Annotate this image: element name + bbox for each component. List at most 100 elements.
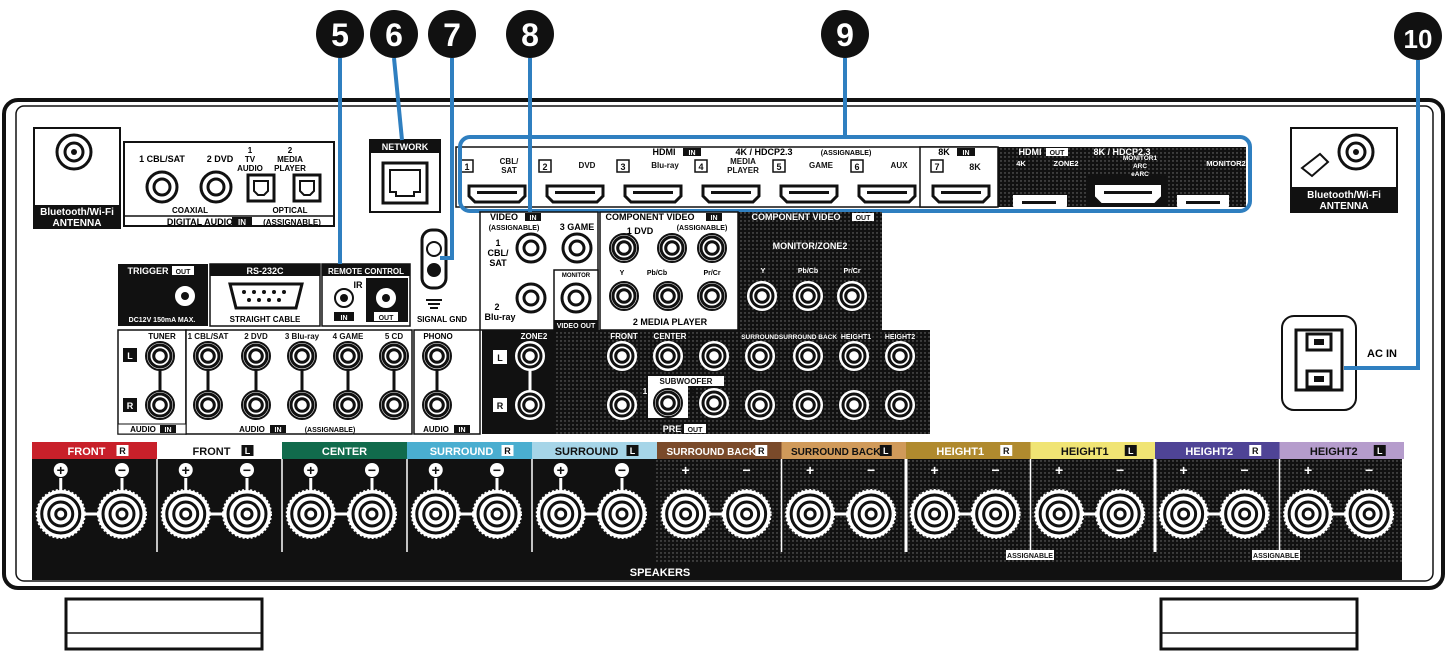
audio-in-jack-L-6[interactable] (422, 341, 452, 371)
hdmi-in-port-1[interactable] (467, 184, 527, 204)
audio-in-jack-R-6[interactable] (422, 390, 452, 420)
component-out-jack-1[interactable] (747, 281, 777, 311)
speaker-terminal-plus[interactable] (660, 489, 711, 539)
preout-zone2-R-jack[interactable] (515, 390, 545, 420)
preout-jack-8[interactable] (793, 390, 823, 420)
audio-in-jack-L-3[interactable] (287, 341, 317, 371)
preout-jack-2[interactable] (607, 390, 637, 420)
trigger-jack[interactable] (175, 286, 195, 306)
hdmi-out-label: ZONE2 (1053, 159, 1078, 168)
speaker-terminal-minus[interactable] (1344, 489, 1395, 539)
hdmi-in-name: SAT (501, 166, 517, 175)
speaker-channel-3: CENTER+− (281, 442, 407, 552)
coaxial-jack-2[interactable] (199, 170, 233, 204)
component-out-jack-2[interactable] (793, 281, 823, 311)
hdmi-out-port-2[interactable] (1095, 185, 1161, 203)
speaker-terminal-minus[interactable] (597, 489, 647, 539)
audio-in-jack-R-1[interactable] (193, 390, 223, 420)
coaxial-jack-1[interactable] (145, 170, 179, 204)
optical-jack-1[interactable] (246, 173, 276, 203)
hdmi-in-port-2[interactable] (545, 184, 605, 204)
video-in1-c: SAT (489, 258, 507, 268)
component-out-jack-3[interactable] (837, 281, 867, 311)
remote-in-jack[interactable] (334, 288, 354, 308)
audio-in-jack-L-4[interactable] (333, 341, 363, 371)
speaker-terminal-plus[interactable] (785, 489, 836, 539)
preout-jack-3[interactable] (653, 341, 683, 371)
network-port[interactable] (381, 161, 429, 205)
video-in1-b: CBL/ (488, 248, 509, 258)
preout-jack-10[interactable] (839, 390, 869, 420)
component-in-jack-1[interactable] (609, 233, 639, 263)
ac-inlet[interactable] (1294, 328, 1344, 392)
speaker-terminal-plus[interactable] (410, 489, 461, 539)
subwoofer-jack-1[interactable] (653, 388, 683, 418)
subwoofer-jack-2[interactable] (699, 388, 729, 418)
component-in-jack-3[interactable] (697, 233, 727, 263)
leader-7 (440, 58, 454, 260)
preout-jack-11[interactable] (885, 341, 915, 371)
speaker-terminal-plus[interactable] (35, 489, 86, 539)
audio-in-jack-L-5[interactable] (379, 341, 409, 371)
speaker-terminal-minus[interactable] (721, 489, 772, 539)
speaker-terminal-plus[interactable] (1034, 489, 1085, 539)
audio-in-jack-L-1[interactable] (193, 341, 223, 371)
video-jack-2[interactable] (515, 282, 547, 314)
speaker-terminal-minus[interactable] (846, 489, 897, 539)
preout-jack-12[interactable] (885, 390, 915, 420)
preout-jack-6[interactable] (745, 390, 775, 420)
audio-in-jack-R-4[interactable] (333, 390, 363, 420)
optical-jack-2[interactable] (292, 173, 322, 203)
video-jack-3[interactable] (561, 232, 593, 264)
speaker-terminal-plus[interactable] (1158, 489, 1209, 539)
hdmi-in-port-7[interactable] (931, 184, 991, 204)
video-in3-label: 3 GAME (560, 222, 595, 232)
hdmi-in-port-5[interactable] (779, 184, 839, 204)
audio-in-jack-L-2[interactable] (241, 341, 271, 371)
speaker-terminal-plus[interactable] (160, 489, 211, 539)
callout-number: 8 (521, 17, 539, 53)
component-in-sub2: 2 MEDIA PLAYER (633, 317, 708, 327)
speaker-terminal-plus[interactable] (1283, 489, 1334, 539)
minus-sign: − (1116, 462, 1124, 478)
preout-jack-1[interactable] (607, 341, 637, 371)
remote-out-jack[interactable] (376, 288, 396, 308)
rs232c-port[interactable] (228, 282, 304, 310)
audio-tuner-label: TUNER (148, 332, 176, 341)
audio-in-jack-R-5[interactable] (379, 390, 409, 420)
component-in-jack-4[interactable] (609, 281, 639, 311)
preout-jack-5[interactable] (745, 341, 775, 371)
preout-zone2-L-jack[interactable] (515, 341, 545, 371)
video-out-jack[interactable] (560, 282, 592, 314)
audio-in-jack-R-3[interactable] (287, 390, 317, 420)
preout-jack-4[interactable] (699, 341, 729, 371)
component-in-jack-6[interactable] (697, 281, 727, 311)
hdmi-out-label: ARC (1133, 163, 1147, 170)
speaker-terminal-plus[interactable] (535, 489, 586, 539)
audio-in-jack-R-0[interactable] (145, 390, 175, 420)
speaker-terminal-minus[interactable] (97, 489, 147, 539)
speaker-terminal-plus[interactable] (909, 489, 960, 539)
hdmi-in-port-3[interactable] (623, 184, 683, 204)
digital-audio-section: 1 CBL/SAT 2 DVD 1 TV AUDIO 2 MEDIA PLAYE… (123, 141, 335, 227)
right-foot (1159, 597, 1359, 651)
speaker-terminal-minus[interactable] (472, 489, 522, 539)
speaker-terminal-plus[interactable] (285, 489, 336, 539)
speaker-terminal-minus[interactable] (347, 489, 397, 539)
audio-in-label-5: 5 CD (385, 332, 403, 341)
preout-out-badge: OUT (688, 427, 704, 434)
speaker-terminal-minus[interactable] (970, 489, 1021, 539)
speaker-terminal-minus[interactable] (1219, 489, 1270, 539)
component-in-jack-2[interactable] (657, 233, 687, 263)
preout-jack-7[interactable] (793, 341, 823, 371)
component-in-jack-5[interactable] (653, 281, 683, 311)
audio-in-jack-L-0[interactable] (145, 341, 175, 371)
video-jack-1[interactable] (515, 232, 547, 264)
hdmi-in-port-6[interactable] (857, 184, 917, 204)
preout-jack-9[interactable] (839, 341, 869, 371)
speaker-terminal-minus[interactable] (1095, 489, 1146, 539)
audio-in-jack-R-2[interactable] (241, 390, 271, 420)
speaker-terminal-minus[interactable] (222, 489, 272, 539)
hdmi-in-port-4[interactable] (701, 184, 761, 204)
